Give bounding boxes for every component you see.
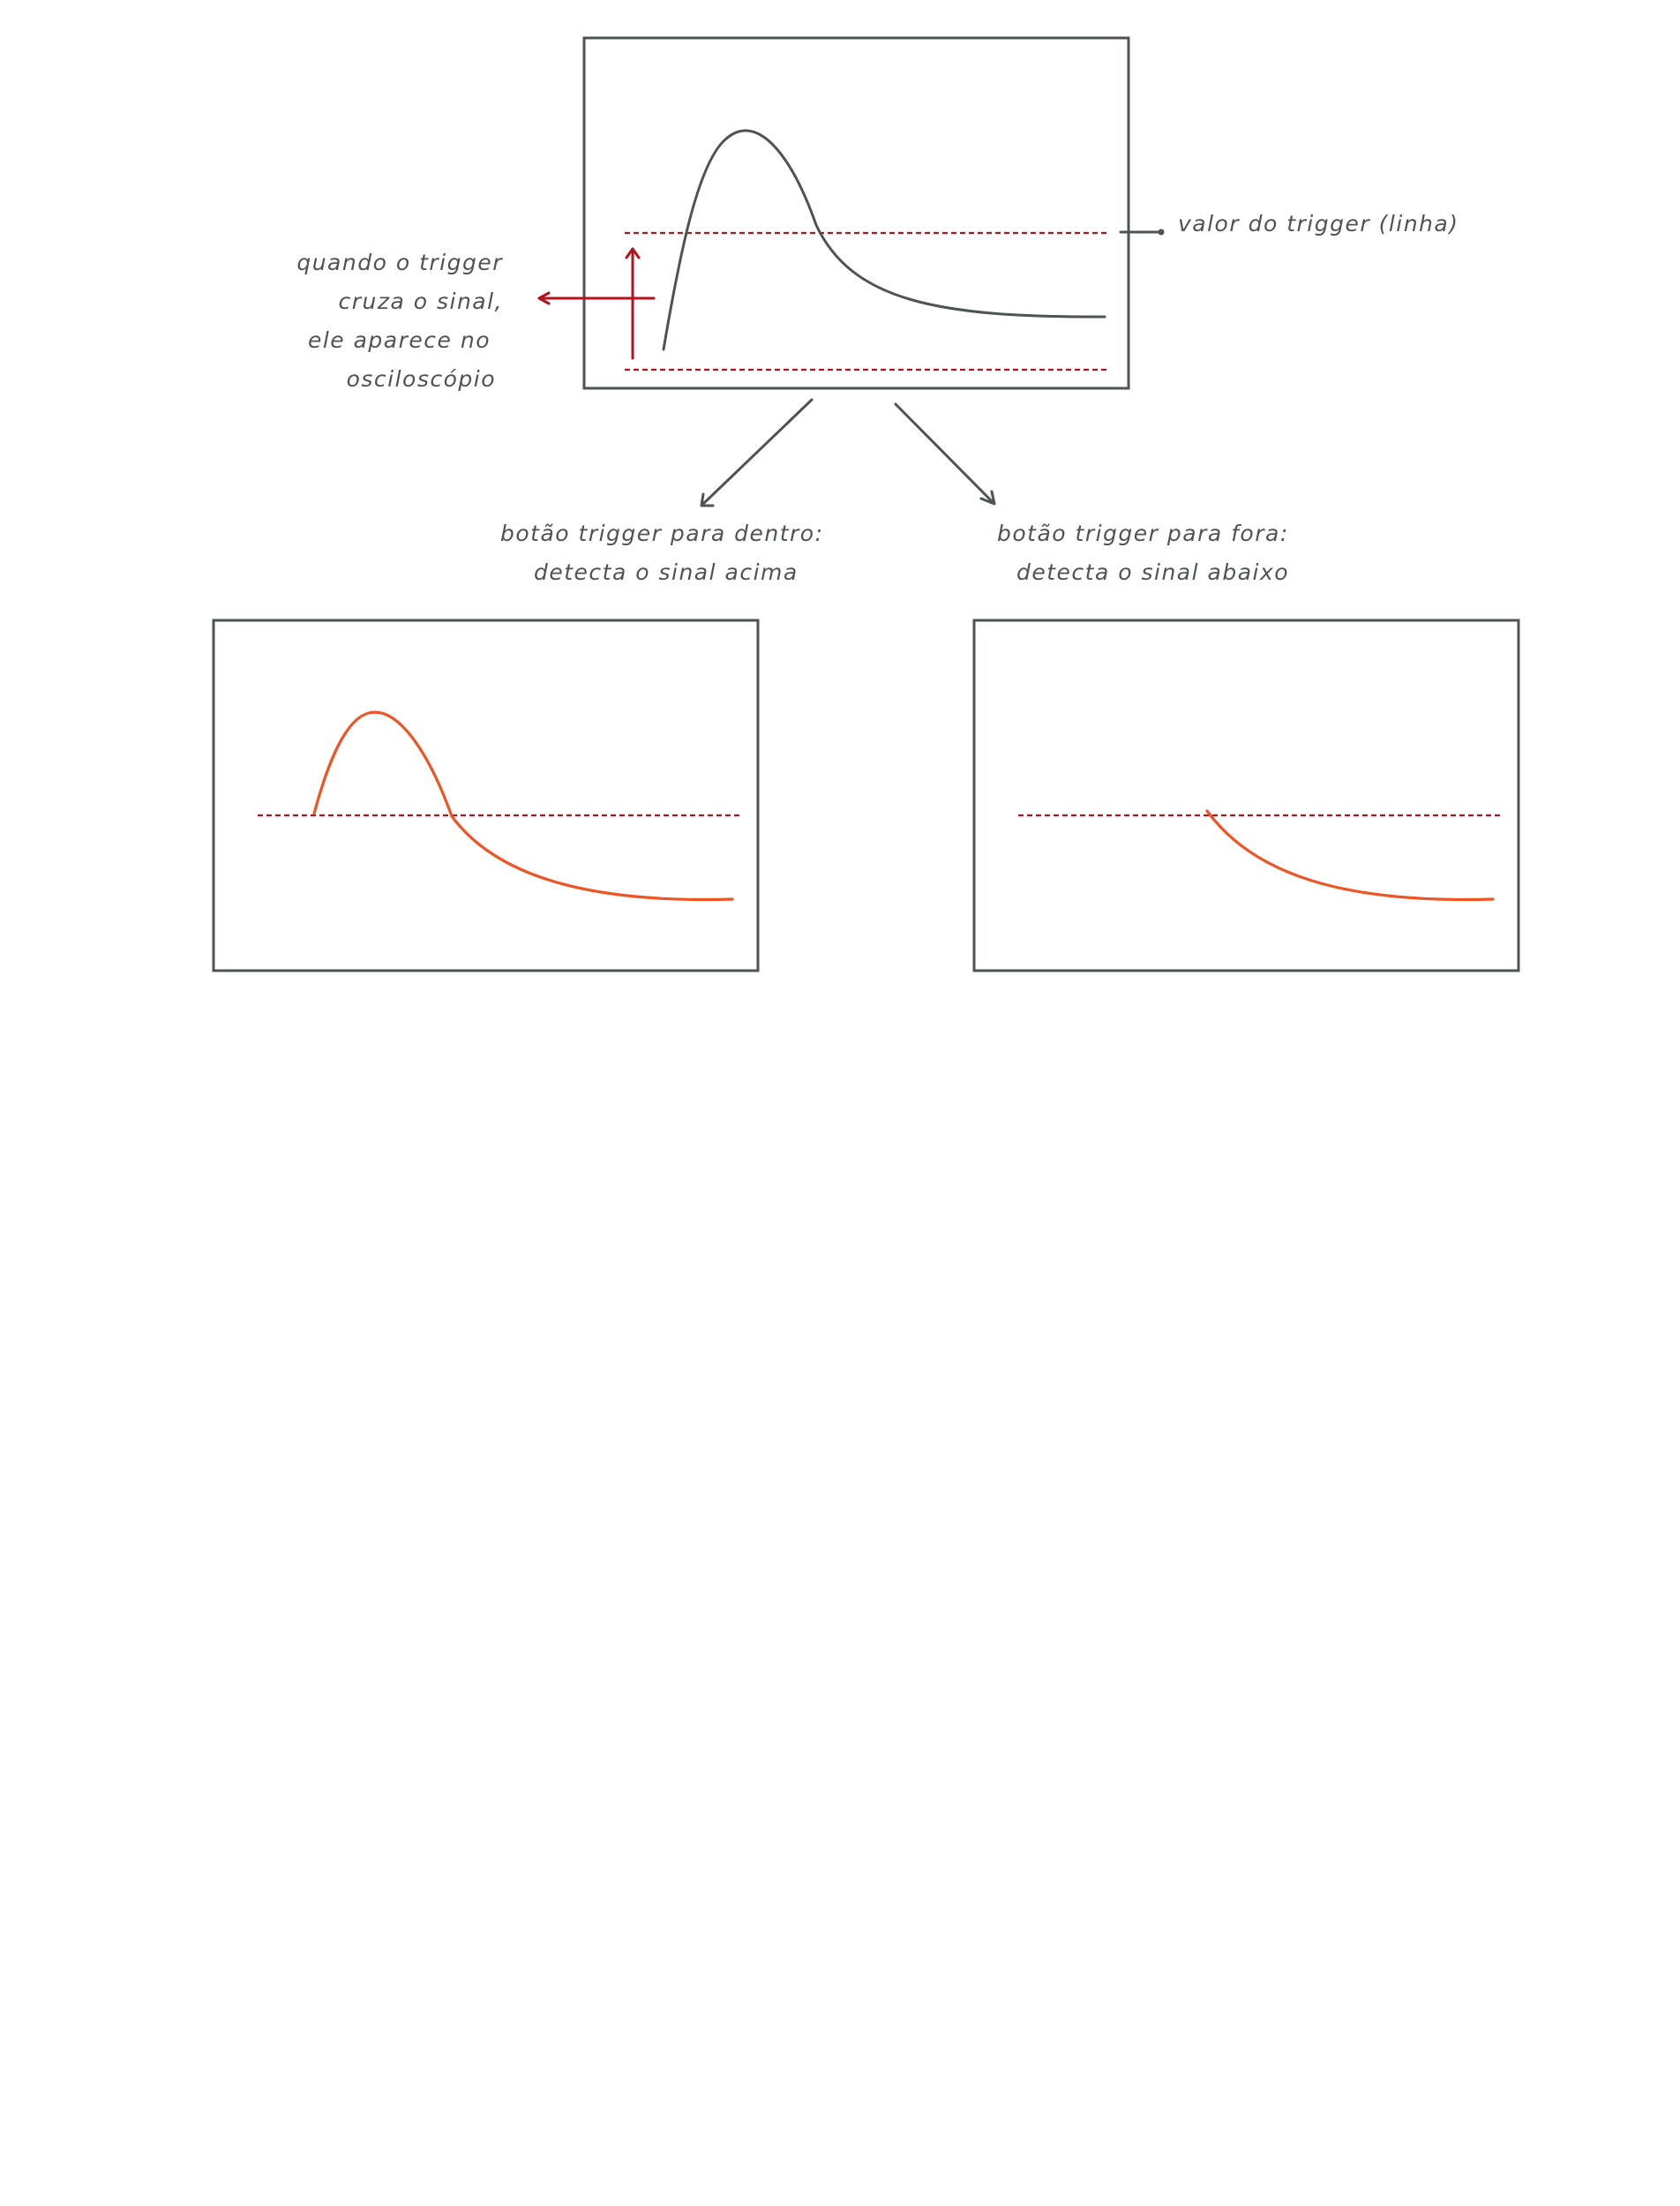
outward-caption: botão trigger para fora: detecta o sinal… bbox=[997, 521, 1289, 585]
trigger-crossing-arrowhead-up bbox=[625, 247, 641, 259]
crossing-explanation-line-1: quando o trigger bbox=[296, 250, 503, 275]
branch-arrowhead-left bbox=[700, 492, 715, 507]
main-scope-group bbox=[537, 36, 1165, 390]
inward-signal-curve bbox=[312, 710, 734, 902]
inward-caption-line-2: detecta o sinal acima bbox=[534, 559, 799, 585]
crossing-explanation-line-2: cruza o sinal, bbox=[338, 289, 503, 314]
outward-signal-curve bbox=[1205, 809, 1495, 902]
inward-caption: botão trigger para dentro: detecta o sin… bbox=[500, 521, 824, 585]
outward-caption-line-2: detecta o sinal abaixo bbox=[1016, 559, 1289, 585]
outward-scope-frame bbox=[972, 619, 1520, 972]
trigger-value-pointer-dot bbox=[1158, 229, 1165, 236]
outward-scope-group bbox=[972, 619, 1520, 972]
crossing-explanation-line-3: ele aparece no bbox=[308, 327, 491, 353]
main-scope-frame bbox=[582, 36, 1130, 390]
branch-arrowhead-right bbox=[979, 490, 996, 506]
crossing-explanation-line-4: osciloscópio bbox=[347, 366, 496, 392]
trigger-value-label: valor do trigger (linha) bbox=[1178, 211, 1459, 236]
branch-arrow-right bbox=[894, 402, 994, 503]
branch-arrow-left bbox=[701, 398, 814, 506]
inward-scope-group bbox=[212, 619, 760, 972]
trigger-crossing-arrowhead-left bbox=[537, 291, 551, 305]
inward-scope-frame bbox=[212, 619, 760, 972]
inward-caption-line-1: botão trigger para dentro: bbox=[500, 521, 824, 546]
main-signal-curve bbox=[662, 129, 1106, 351]
branch-arrows bbox=[700, 398, 996, 507]
outward-caption-line-1: botão trigger para fora: bbox=[997, 521, 1289, 546]
crossing-explanation: quando o trigger cruza o sinal, ele apar… bbox=[296, 250, 503, 392]
